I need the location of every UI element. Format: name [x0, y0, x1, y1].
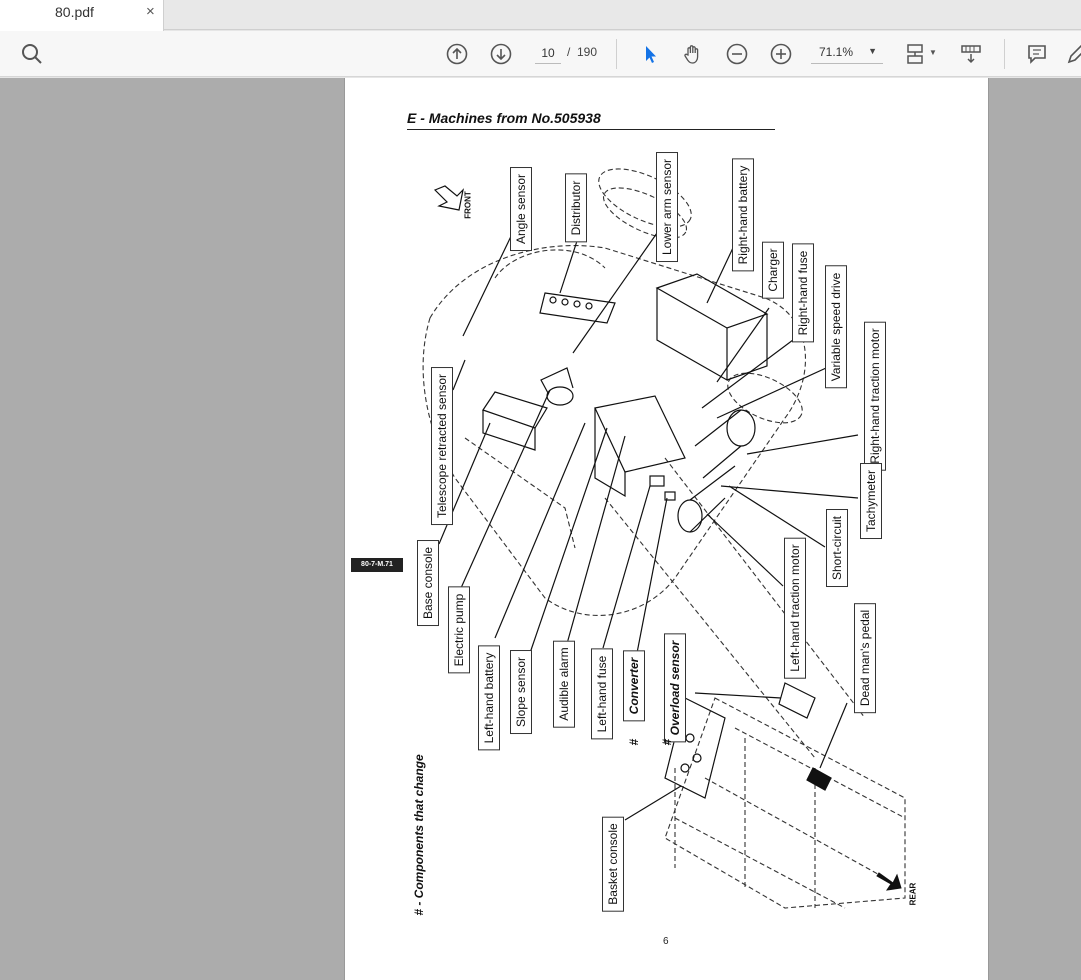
zoom-select[interactable]: 71.1% ▼: [811, 42, 883, 64]
label-distributor: Distributor: [565, 173, 587, 243]
label-right-hand-battery: Right-hand battery: [732, 158, 754, 272]
rear-arrow-icon: [876, 872, 902, 891]
page-number-input[interactable]: [535, 42, 561, 64]
front-label: FRONT: [463, 191, 473, 219]
label-basket-console: Basket console: [602, 816, 624, 912]
footnote: # - Components that change: [412, 754, 426, 916]
hand-tool-icon[interactable]: [679, 40, 707, 68]
page-total: 190: [577, 45, 598, 59]
changed-marker-converter: #: [627, 738, 641, 746]
label-left-hand-traction-motor: Left-hand traction motor: [784, 537, 806, 679]
label-angle-sensor: Angle sensor: [510, 166, 532, 252]
select-pointer-icon[interactable]: [636, 40, 664, 68]
tab-pdf-document[interactable]: 80.pdf ×: [0, 0, 164, 31]
pdf-page: E - Machines from No.505938 80-7-M.71: [344, 78, 989, 980]
fit-options-chevron-icon[interactable]: ▼: [929, 48, 937, 57]
tab-title: 80.pdf: [55, 4, 94, 20]
changed-marker-overload: #: [660, 738, 674, 746]
toolbar-divider: [616, 39, 617, 69]
label-telescope-retracted-sensor: Telescope retracted sensor: [431, 366, 453, 526]
page-title: E - Machines from No.505938: [407, 110, 601, 126]
title-underline: [407, 129, 775, 130]
label-right-hand-fuse: Right-hand fuse: [792, 243, 814, 343]
front-arrow-icon: [433, 185, 464, 211]
page-up-icon[interactable]: [443, 40, 471, 68]
section-tag: 80-7-M.71: [351, 558, 403, 572]
tab-close-icon[interactable]: ×: [146, 3, 155, 20]
label-lower-arm-sensor: Lower arm sensor: [656, 151, 678, 263]
label-overload-sensor: Overload sensor: [664, 633, 686, 743]
label-electric-pump: Electric pump: [448, 586, 470, 674]
page-down-icon[interactable]: [487, 40, 515, 68]
label-left-hand-fuse: Left-hand fuse: [591, 648, 613, 740]
document-viewer[interactable]: E - Machines from No.505938 80-7-M.71: [0, 78, 1081, 980]
toolbar-divider-2: [1004, 39, 1005, 69]
label-left-hand-battery: Left-hand battery: [478, 645, 500, 751]
comment-icon[interactable]: [1023, 40, 1051, 68]
scroll-mode-icon[interactable]: [957, 40, 985, 68]
machine-component-diagram: [422, 168, 906, 909]
label-tachymeter: Tachymeter: [860, 462, 882, 540]
zoom-in-icon[interactable]: [767, 40, 795, 68]
label-dead-mans-pedal: Dead man's pedal: [854, 602, 876, 714]
label-audible-alarm: Audible alarm: [553, 640, 575, 728]
page-number: 6: [663, 936, 669, 947]
rear-label: REAR: [908, 882, 918, 906]
label-charger: Charger: [762, 241, 784, 299]
fit-page-icon[interactable]: [901, 40, 929, 68]
label-right-hand-traction-motor: Right-hand traction motor: [864, 321, 886, 471]
zoom-out-icon[interactable]: [723, 40, 751, 68]
zoom-value: 71.1%: [819, 45, 854, 59]
tab-strip: 80.pdf ×: [0, 0, 1081, 31]
pdf-toolbar: / 190 71.1% ▼ ▼: [0, 31, 1081, 77]
label-short-circuit: Short-circuit: [826, 508, 848, 588]
chevron-down-icon: ▼: [868, 46, 877, 56]
page-separator: /: [567, 45, 571, 59]
edit-pen-icon[interactable]: [1063, 40, 1081, 68]
search-icon[interactable]: [18, 40, 46, 68]
label-converter: Converter: [623, 650, 645, 722]
label-base-console: Base console: [417, 539, 439, 627]
label-variable-speed-drive: Variable speed drive: [825, 265, 847, 389]
label-slope-sensor: Slope sensor: [510, 649, 532, 735]
